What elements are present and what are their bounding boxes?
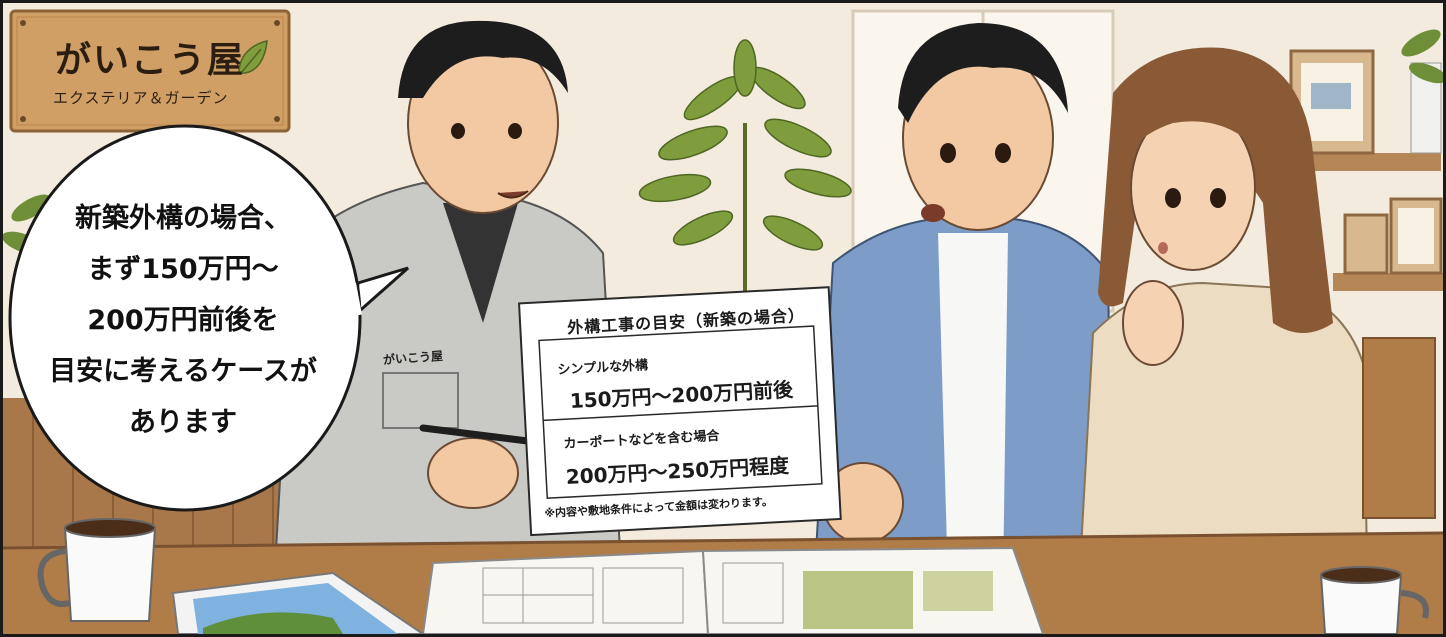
chair (1362, 337, 1436, 519)
speech-bubble-text: 新築外構の場合、 まず150万円〜 200万円前後を 目安に考えるケースが あり… (33, 193, 333, 448)
speech-line: まず150万円〜 (87, 254, 279, 285)
speech-line: あります (129, 407, 237, 438)
potted-plant-icon (638, 39, 852, 303)
estimate-sheet (517, 286, 842, 537)
brochure (171, 571, 425, 634)
speech-bubble (8, 124, 409, 512)
speech-line: 200万円前後を (87, 305, 279, 336)
scene-illustration (3, 3, 1443, 634)
shelf (1313, 153, 1441, 171)
speech-line: 新築外構の場合、 (75, 203, 291, 234)
coffee-mug-icon (37, 518, 157, 622)
shop-name: がいこう屋 (55, 40, 246, 81)
client-woman (1076, 47, 1370, 604)
shop-tagline: エクステリア＆ガーデン (53, 89, 229, 107)
speech-line: 目安に考えるケースが (49, 356, 317, 387)
coffee-mug-icon (1319, 566, 1429, 634)
client-man (811, 23, 1115, 604)
leaf-logo-icon (238, 40, 268, 74)
blueprint-book (421, 546, 1045, 634)
